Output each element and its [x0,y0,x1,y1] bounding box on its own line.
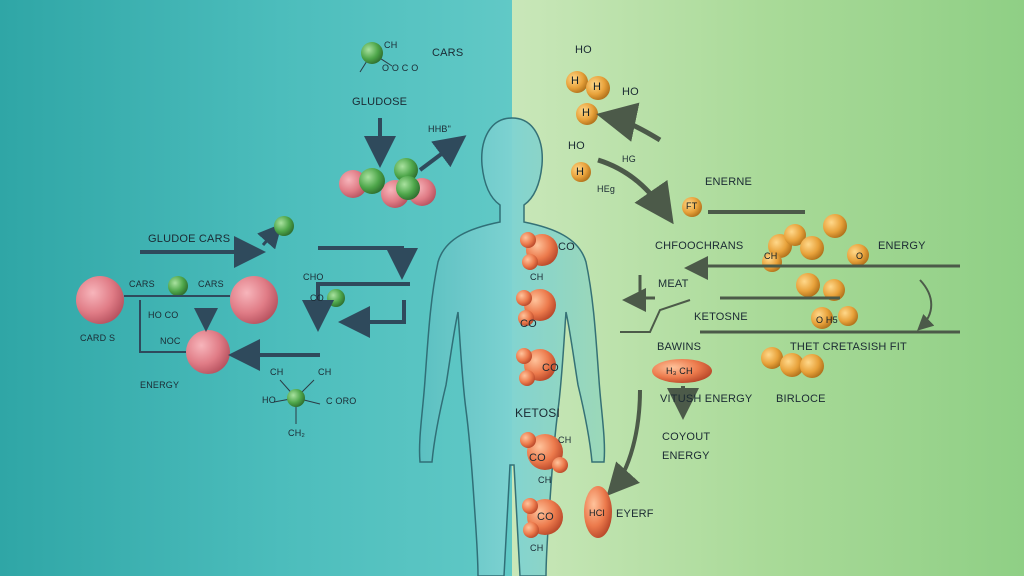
label-body-co-5: CO [537,511,554,523]
ketone-pill [652,359,712,383]
label-ch-bottom-1: CH [270,367,284,377]
label-h-1: H [571,75,580,87]
label-eyerf: EYERF [616,508,654,520]
label-energy-right: ENERGY [878,240,926,252]
label-cars-top: CARS [432,47,464,59]
label-body-ch-2: CH [558,435,572,445]
label-body-ch-1: CH [530,272,544,282]
label-energy-coyout: ENERGY [662,450,710,462]
energy-fat-cluster [762,214,869,329]
label-oco: O O C O [382,63,419,73]
label-ohs: O H5 [816,315,838,325]
label-enerne: ENERNE [705,176,753,188]
carb-sphere-2 [230,276,278,324]
label-ho-left: HO [568,140,585,152]
label-birloce: BIRLOCE [776,393,826,405]
label-card-s: CARD S [80,333,116,343]
label-ch-cluster: CH [764,251,778,261]
label-body-ch-3: CH [538,475,552,485]
label-energy-left: ENERGY [140,380,180,390]
label-body-ch-foot: CH [530,543,544,553]
glucose-cluster [339,158,436,208]
label-ft: FT [686,201,698,211]
label-ketosne: KETOSNE [694,311,748,323]
eyerf-capsule [584,486,612,538]
label-noc: NOC [160,336,181,346]
birloce-cluster [761,347,824,378]
label-body-co-3: CO [542,362,559,374]
label-cars-b: CARS [198,279,224,289]
label-ch-top: CH [384,40,398,50]
ft-atom [682,197,702,217]
label-h-3: H [582,107,591,119]
label-co-left: CO [310,293,324,303]
label-meat: MEAT [658,278,689,290]
label-body-co-1: CO [558,241,575,253]
green-molecule-bottom [273,379,321,424]
label-heg: HEg [597,184,616,194]
label-glucose-cars: GLUDOE CARS [148,233,231,245]
label-chfoochrans: CHFOOCHRANS [655,240,744,252]
label-oro: C ORO [326,396,357,406]
fat-molecule-top [566,71,610,182]
label-ho-bottom: HO [262,395,276,405]
label-bawins: BAWINS [657,341,702,353]
label-hhb: HHB" [428,124,451,134]
arrow-fat-down [597,157,674,225]
label-body-co-4: CO [529,452,546,464]
arrow-fat-up [596,102,662,143]
label-vitush: VITUSH ENERGY [660,393,753,405]
carb-sphere-3 [186,330,230,374]
label-h-2: H [593,81,602,93]
glucose-molecule-top [359,42,393,73]
label-body-co-2: CO [520,318,537,330]
green-atom-3 [327,289,345,307]
label-h-4: H [576,166,585,178]
label-hg: HG [622,154,636,164]
label-ketosi: KETOSI [515,406,560,420]
label-hoco: HO CO [148,310,179,320]
label-ho-top: HO [575,44,592,56]
label-gludose: GLUDOSE [352,96,408,108]
arrow-to-body [418,135,467,172]
label-coyout: COYOUT [662,431,711,443]
label-ho-mid: HO [622,86,639,98]
label-ch-bottom-2: CH [318,367,332,377]
label-cho: CHO [303,272,324,282]
label-o-cluster: O [856,251,864,261]
human-body-silhouette [418,117,606,576]
carb-sphere-1 [76,276,124,324]
green-atom [274,216,294,236]
green-atom-2 [168,276,188,296]
label-hci: HCI [589,508,606,518]
label-ch2: CH₂ [288,428,306,438]
label-h3ch: H₃ CH [666,366,693,376]
label-cars-a: CARS [129,279,155,289]
ketone-clusters-body [516,232,568,538]
label-thet: THET CRETASISH FIT [790,341,907,353]
